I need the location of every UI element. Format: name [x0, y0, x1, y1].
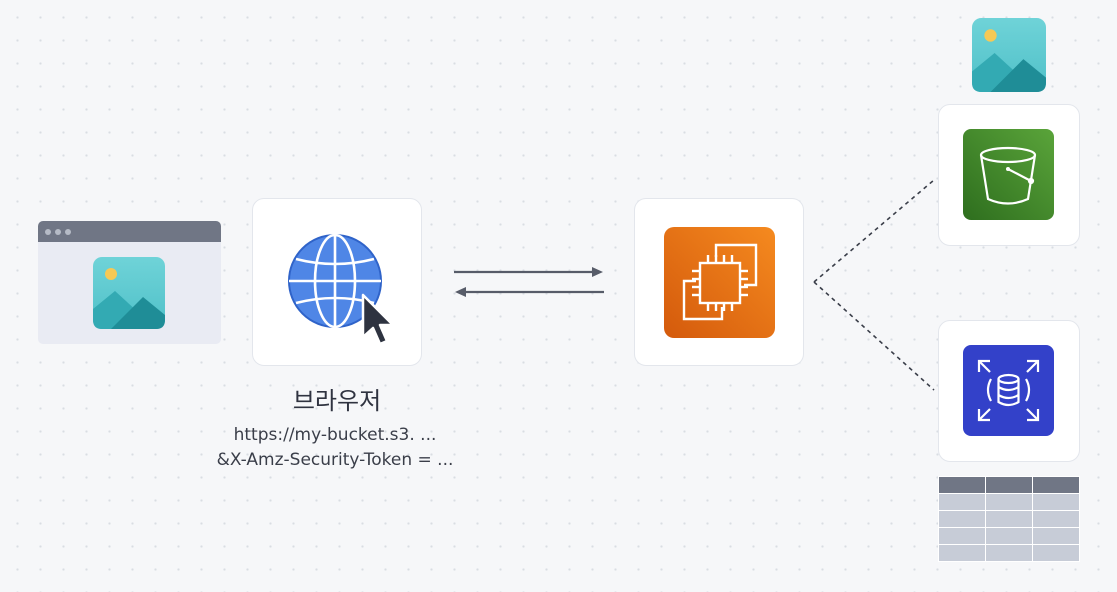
presigned-url-line1: https://my-bucket.s3. ... — [233, 425, 437, 445]
browser-card — [252, 198, 422, 366]
window-dot — [55, 229, 61, 235]
dashed-connectors — [808, 170, 943, 395]
globe-cursor-icon — [287, 233, 397, 348]
table-row — [938, 510, 1080, 528]
rds-database-icon — [963, 345, 1054, 436]
table-icon — [938, 476, 1080, 562]
table-header-row — [938, 476, 1080, 494]
request-response-arrows — [452, 262, 606, 302]
table-row — [938, 527, 1080, 545]
ec2-chip-icon — [664, 227, 775, 338]
window-dot — [65, 229, 71, 235]
server-card — [634, 198, 804, 366]
database-card — [938, 320, 1080, 462]
storage-card — [938, 104, 1080, 246]
table-row — [938, 493, 1080, 511]
image-icon — [93, 257, 165, 329]
s3-bucket-icon — [963, 129, 1054, 220]
table-row — [938, 544, 1080, 562]
browser-window — [38, 221, 221, 344]
presigned-url-line2: &X-Amz-Security-Token = ... — [216, 450, 454, 470]
window-dot — [45, 229, 51, 235]
browser-label: 브라우저 — [292, 387, 382, 415]
browser-title-bar — [38, 221, 221, 242]
image-icon — [972, 18, 1046, 92]
